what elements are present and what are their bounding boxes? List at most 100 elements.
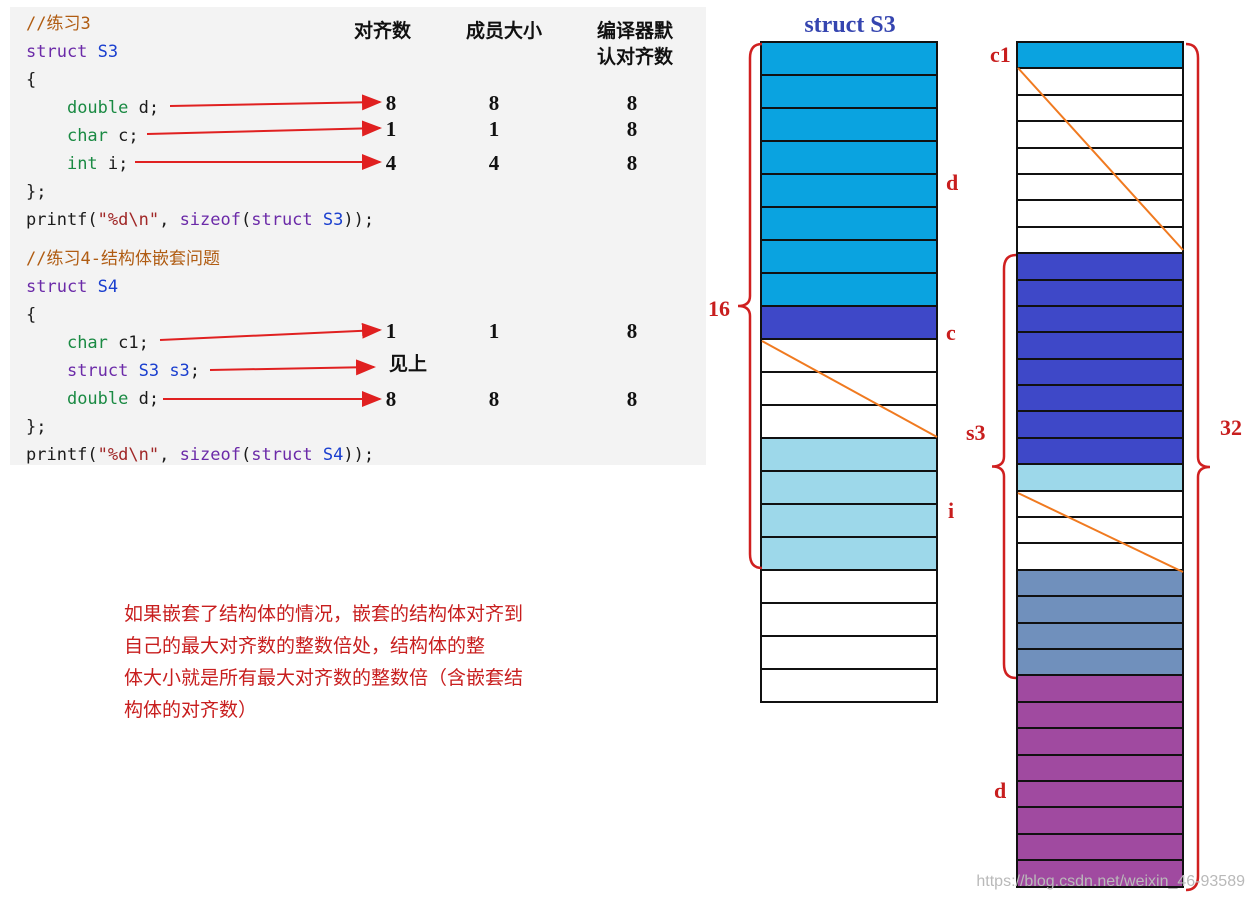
s3-memory-cell [762,274,936,307]
code-panel: //练习3 struct S3 { double d; char c; int i;… [10,7,706,465]
s4-memory-cell [1018,570,1182,598]
label-s3-c: c [946,320,956,345]
s4-memory-cell [1018,254,1182,281]
code-line: //练习3 [26,12,91,36]
code-token: char [66,333,108,353]
code-token: printf( [26,210,98,230]
label-s4-d: d [994,778,1007,803]
s3-memory-cell [762,175,936,208]
s4-memory-cell [1018,43,1182,70]
s4-memory-cell [1018,861,1182,888]
s4-memory-cell [1018,333,1182,360]
table-value-default: 8 [626,387,638,411]
table-value-align: 1 [385,117,397,141]
code-line: char c; [26,124,139,148]
table-value-size: 8 [488,387,500,411]
s4-memory-cell [1018,227,1182,255]
code-arrow [209,359,376,376]
table-value-align: 1 [385,319,397,343]
table-value-default: 8 [626,151,638,175]
header-default-align: 编译器默 认对齐数 [597,20,674,68]
label-s3-d: d [946,170,959,195]
table-value-default: 8 [626,319,638,343]
code-token: S4 [322,445,344,465]
code-token: S3 [97,42,119,62]
code-token: { [26,70,37,90]
code-token: int [66,154,98,174]
label-size-32: 32 [1220,415,1242,440]
s3-memory-cell [762,472,936,505]
code-arrow [146,120,382,137]
code-token: struct [26,42,98,62]
code-token: i; [97,154,129,174]
s4-memory-cell [1018,122,1182,149]
table-value-align: 8 [385,387,397,411]
code-token: }; [26,417,47,437]
code-token: struct [251,445,313,465]
s4-memory-cell [1018,597,1182,624]
s3-memory-cell [762,439,936,472]
code-line: printf("%d\n", sizeof(struct S3)); [26,208,374,232]
table-value-align: 见上 [388,353,427,375]
brace-s4-32 [1185,42,1211,892]
code-line: { [26,303,36,327]
code-token: , [159,210,180,230]
code-token: struct [26,277,98,297]
s4-memory-cell [1018,702,1182,730]
code-token: ; [189,361,201,381]
code-line: struct S3 s3; [26,359,200,383]
table-value-default: 8 [626,117,638,141]
code-arrow [169,94,382,111]
s3-memory-cell [762,208,936,241]
s3-memory-cell [762,241,936,274]
code-token: double [66,98,129,118]
code-token: sizeof [179,210,241,230]
code-line: struct S4 [26,275,118,299]
s3-memory-column [760,41,938,703]
table-value-size: 1 [488,319,500,343]
s4-memory-cell [1018,359,1182,387]
table-value-align: 4 [385,151,397,175]
s4-memory-cell [1018,808,1182,835]
watermark: https://blog.csdn.net/weixin_46-93589 [976,873,1245,890]
table-value-align: 8 [385,91,397,115]
s3-memory-cell [762,571,936,604]
code-token: )); [343,445,375,465]
s4-memory-cell [1018,755,1182,782]
code-token: d; [128,98,160,118]
code-arrow [159,322,382,341]
s4-memory-cell [1018,306,1182,334]
code-line: char c1; [26,331,149,355]
code-token: c1; [107,333,149,353]
label-s4-c1: c1 [990,42,1011,67]
code-token: }; [26,182,47,202]
code-token: ( [240,445,252,465]
code-line: //练习4-结构体嵌套问题 [26,247,220,271]
s4-memory-cell [1018,781,1182,809]
arrow-overlay [135,94,382,407]
code-token: double [66,389,129,409]
s4-memory-cell [1018,729,1182,756]
table-value-size: 1 [488,117,500,141]
code-token: S4 [97,277,119,297]
code-token: printf( [26,445,98,465]
s4-memory-cell [1018,201,1182,228]
s3-memory-cell [762,109,936,142]
code-token: , [159,445,180,465]
s4-memory-column [1016,41,1184,888]
s4-memory-cell [1018,148,1182,175]
s4-memory-cell [1018,280,1182,307]
code-line: }; [26,180,46,204]
s4-memory-cell [1018,676,1182,703]
s4-memory-cell [1018,834,1182,862]
s3-memory-cell [762,142,936,175]
s4-memory-cell [1018,491,1182,519]
header-align: 对齐数 [354,20,412,42]
s3-memory-cell [762,406,936,439]
code-token: //练习4-结构体嵌套问题 [26,249,220,269]
s3-memory-cell [762,505,936,538]
table-value-default: 8 [626,91,638,115]
padding-slash [1017,492,1184,573]
s4-memory-cell [1018,386,1182,413]
